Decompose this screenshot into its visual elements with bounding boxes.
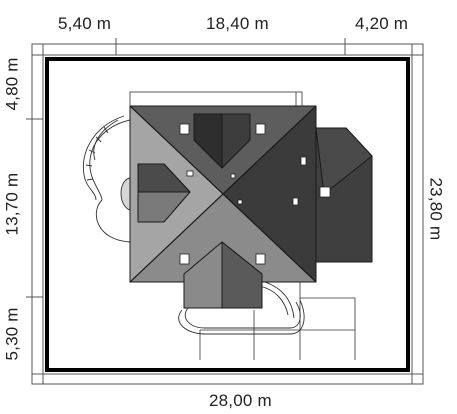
dim-left-bottom: 5,30 m [2, 307, 22, 361]
house-roof [129, 105, 373, 309]
dim-right: 23,80 m [426, 177, 446, 241]
dim-left-top: 4,80 m [2, 57, 22, 111]
dimension-frame [26, 38, 424, 385]
terrace-curves [82, 115, 131, 243]
dim-top-middle: 18,40 m [206, 14, 269, 33]
dim-top-right: 4,20 m [355, 14, 409, 33]
entrance-curves [178, 281, 305, 335]
dim-left-middle: 13,70 m [2, 172, 22, 236]
skylights [179, 123, 331, 265]
dim-top-left: 5,40 m [58, 14, 112, 33]
plot-boundary [45, 57, 410, 372]
dim-bottom: 28,00 m [209, 391, 272, 410]
